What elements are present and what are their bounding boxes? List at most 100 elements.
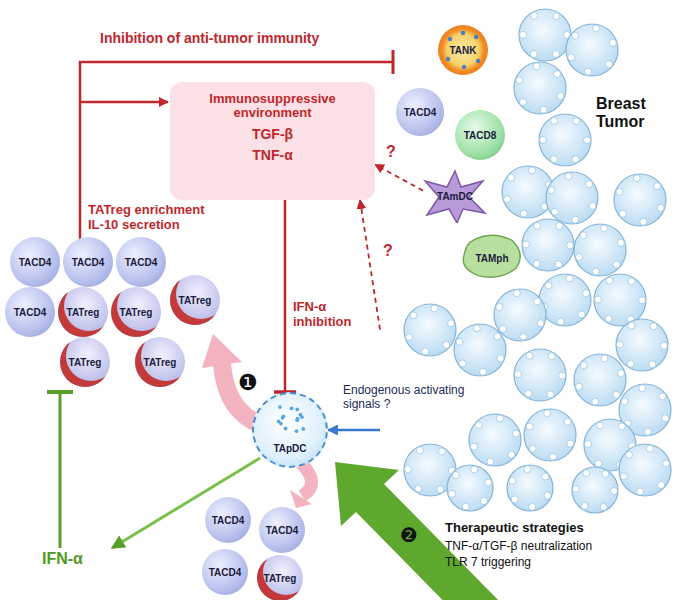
- treg-cell: TATreg: [58, 287, 108, 337]
- granule: [474, 35, 478, 39]
- tumor-cell: [574, 354, 626, 406]
- vesicle: [609, 39, 616, 46]
- vesicle: [578, 311, 585, 318]
- vesicle: [516, 77, 523, 84]
- vesicle: [593, 25, 600, 32]
- vesicle: [471, 443, 478, 450]
- callout-number: ❶: [238, 370, 258, 395]
- cd4-cell: TACD4: [259, 507, 305, 553]
- cell-label: TAMph: [475, 253, 508, 264]
- cell-label: TATreg: [67, 307, 100, 318]
- mdc-outline-path: [425, 171, 485, 223]
- vesicle: [600, 503, 607, 510]
- cd4-cell: TACD4: [10, 237, 60, 287]
- vesicle: [639, 385, 646, 392]
- treg-cell: TATreg: [60, 337, 110, 387]
- nk-cell: TANK: [438, 25, 488, 75]
- treg-cell: TATreg: [257, 555, 303, 600]
- tumor-cell: [546, 172, 598, 224]
- cell-label: TATreg: [179, 295, 212, 306]
- vesicle: [573, 485, 580, 492]
- tumor-cell: [574, 224, 626, 276]
- pdc-cell: TApDC: [252, 392, 328, 468]
- vesicle: [437, 486, 444, 493]
- vesicle: [592, 268, 599, 275]
- cd8-cell: TACD8: [455, 110, 505, 160]
- connector: [328, 429, 380, 432]
- vesicle: [456, 338, 463, 345]
- vesicle: [431, 305, 438, 312]
- vesicle: [585, 441, 592, 448]
- vesicle: [462, 503, 469, 510]
- vesicle: [617, 239, 624, 246]
- vesicle: [557, 92, 564, 99]
- vesicle: [626, 451, 633, 458]
- tumor-cell: [404, 304, 456, 356]
- vesicle: [628, 278, 635, 285]
- cell-label: TACD4: [125, 257, 158, 268]
- vesicle: [552, 51, 559, 58]
- vesicle: [576, 254, 583, 261]
- vesicle: [497, 355, 504, 362]
- cell-label: TACD4: [209, 567, 242, 578]
- effect-label: IFN-α inhibition: [293, 300, 373, 330]
- granule: [277, 420, 281, 424]
- vesicle: [547, 391, 554, 398]
- vesicle: [628, 322, 635, 329]
- vesicle: [658, 482, 665, 489]
- vesicle: [566, 275, 573, 282]
- edge-label: Endogenous activating signals ?: [343, 384, 471, 412]
- vesicle: [650, 323, 657, 330]
- vesicle: [545, 282, 552, 289]
- vesicle: [601, 225, 608, 232]
- vesicle: [533, 260, 540, 267]
- vesicle: [613, 261, 620, 268]
- vesicle: [595, 296, 602, 303]
- box-heading: Immunosuppressive environment: [180, 92, 365, 121]
- vesicle: [660, 342, 667, 349]
- cell-label: TATreg: [69, 357, 102, 368]
- tumor-cell: [514, 62, 566, 114]
- vesicle: [572, 32, 579, 39]
- granule: [295, 418, 299, 422]
- vesicle: [616, 188, 623, 195]
- vesicle: [542, 473, 549, 480]
- ifn-arrow: [112, 458, 260, 548]
- tumor-region: Breast Tumor: [380, 0, 675, 515]
- vesicle: [602, 471, 609, 478]
- vesicle: [523, 241, 530, 248]
- pdc-granules: [254, 394, 326, 466]
- vesicle: [605, 61, 612, 68]
- vesicle: [568, 54, 575, 61]
- ifn-inhibition-line: [59, 392, 62, 548]
- edge-label: ?: [383, 242, 393, 260]
- cytokine-label: IFN-α: [42, 550, 83, 568]
- cd4-cell: TACD4: [205, 497, 251, 543]
- vesicle: [605, 315, 612, 322]
- tumor-cell: [494, 289, 546, 341]
- vesicle: [544, 410, 551, 417]
- granule: [295, 429, 299, 433]
- vesicle: [513, 290, 520, 297]
- vesicle: [576, 383, 583, 390]
- cell-label: TACD4: [14, 307, 47, 318]
- vesicle: [618, 423, 625, 430]
- cell-label: TATreg: [120, 307, 153, 318]
- vesicle: [405, 466, 412, 473]
- vesicle: [509, 477, 516, 484]
- environment-box: Immunosuppressive environmentTGF-βTNF-α: [170, 82, 375, 200]
- tumor-cell: [614, 174, 666, 226]
- vesicle: [557, 318, 564, 325]
- vesicle: [471, 466, 478, 473]
- vesicle: [529, 503, 536, 510]
- tumor-cell: [524, 409, 576, 461]
- granule: [300, 415, 304, 419]
- treg-arrow-head: [202, 334, 242, 368]
- vesicle: [540, 136, 547, 143]
- box-content: Immunosuppressive environmentTGF-βTNF-α: [180, 92, 365, 163]
- vesicle: [649, 361, 656, 368]
- vesicle: [610, 487, 617, 494]
- vesicle: [601, 355, 608, 362]
- vesicle: [452, 472, 459, 479]
- vesicle: [550, 453, 557, 460]
